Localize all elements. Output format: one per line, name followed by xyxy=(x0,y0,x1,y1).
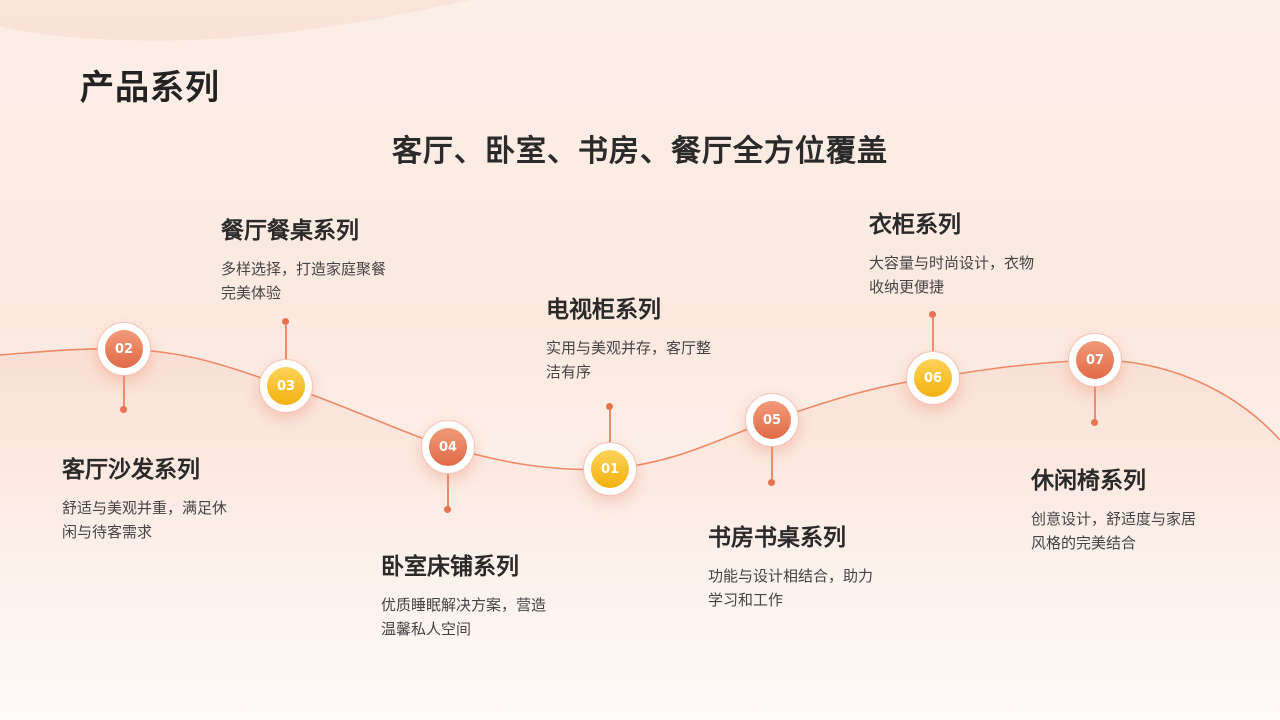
series-block-bedroom: 卧室床铺系列 优质睡眠解决方案，营造 温馨私人空间 xyxy=(381,547,546,641)
page-title: 产品系列 xyxy=(80,68,220,108)
timeline-node-05[interactable]: 05 xyxy=(745,393,799,447)
series-block-dining: 餐厅餐桌系列 多样选择，打造家庭聚餐 完美体验 xyxy=(221,211,386,305)
curve-shadow-band xyxy=(0,348,1280,720)
series-desc: 舒适与美观并重，满足休 闲与待客需求 xyxy=(62,499,228,541)
connector-line xyxy=(932,317,934,351)
connector-dot xyxy=(606,403,613,410)
page-subtitle: 客厅、卧室、书房、餐厅全方位覆盖 xyxy=(392,134,888,169)
connector-dot xyxy=(282,318,289,325)
node-number: 05 xyxy=(753,401,791,439)
timeline-node-07[interactable]: 07 xyxy=(1068,333,1122,387)
node-number: 04 xyxy=(429,428,467,466)
node-number: 03 xyxy=(267,367,305,405)
node-number: 06 xyxy=(914,359,952,397)
timeline-node-04[interactable]: 04 xyxy=(421,420,475,474)
connector-line xyxy=(771,447,773,481)
connector-line xyxy=(447,474,449,508)
series-block-leisure-chair: 休闲椅系列 创意设计，舒适度与家居 风格的完美结合 xyxy=(1031,461,1196,555)
series-desc: 大容量与时尚设计，衣物 收纳更便捷 xyxy=(869,254,1035,296)
connector-line xyxy=(609,409,611,443)
connector-line xyxy=(1094,387,1096,421)
timeline-node-01[interactable]: 01 xyxy=(583,442,637,496)
node-number: 07 xyxy=(1076,341,1114,379)
connector-dot xyxy=(444,506,451,513)
connector-dot xyxy=(1091,419,1098,426)
connector-line xyxy=(123,376,125,408)
series-title: 休闲椅系列 xyxy=(1031,468,1146,494)
connector-dot xyxy=(929,311,936,318)
series-title: 餐厅餐桌系列 xyxy=(221,218,359,244)
node-number: 02 xyxy=(105,330,143,368)
node-number: 01 xyxy=(591,450,629,488)
connector-line xyxy=(285,324,287,360)
series-title: 客厅沙发系列 xyxy=(62,457,200,483)
connector-dot xyxy=(768,479,775,486)
series-block-sofa: 客厅沙发系列 舒适与美观并重，满足休 闲与待客需求 xyxy=(62,450,227,544)
connector-dot xyxy=(120,406,127,413)
series-block-tv-cabinet: 电视柜系列 实用与美观并存，客厅整 洁有序 xyxy=(546,290,711,384)
series-block-wardrobe: 衣柜系列 大容量与时尚设计，衣物 收纳更便捷 xyxy=(869,205,1034,299)
series-title: 卧室床铺系列 xyxy=(381,554,519,580)
series-title: 衣柜系列 xyxy=(869,212,961,238)
series-block-study: 书房书桌系列 功能与设计相结合，助力 学习和工作 xyxy=(708,518,873,612)
series-desc: 实用与美观并存，客厅整 洁有序 xyxy=(546,339,712,381)
timeline-node-03[interactable]: 03 xyxy=(259,359,313,413)
timeline-node-02[interactable]: 02 xyxy=(97,322,151,376)
series-desc: 优质睡眠解决方案，营造 温馨私人空间 xyxy=(381,596,547,638)
series-desc: 多样选择，打造家庭聚餐 完美体验 xyxy=(221,260,387,302)
series-title: 书房书桌系列 xyxy=(708,525,846,551)
timeline-node-06[interactable]: 06 xyxy=(906,351,960,405)
series-desc: 创意设计，舒适度与家居 风格的完美结合 xyxy=(1031,510,1197,552)
top-left-wave xyxy=(0,0,470,41)
series-desc: 功能与设计相结合，助力 学习和工作 xyxy=(708,567,874,609)
series-title: 电视柜系列 xyxy=(546,297,661,323)
